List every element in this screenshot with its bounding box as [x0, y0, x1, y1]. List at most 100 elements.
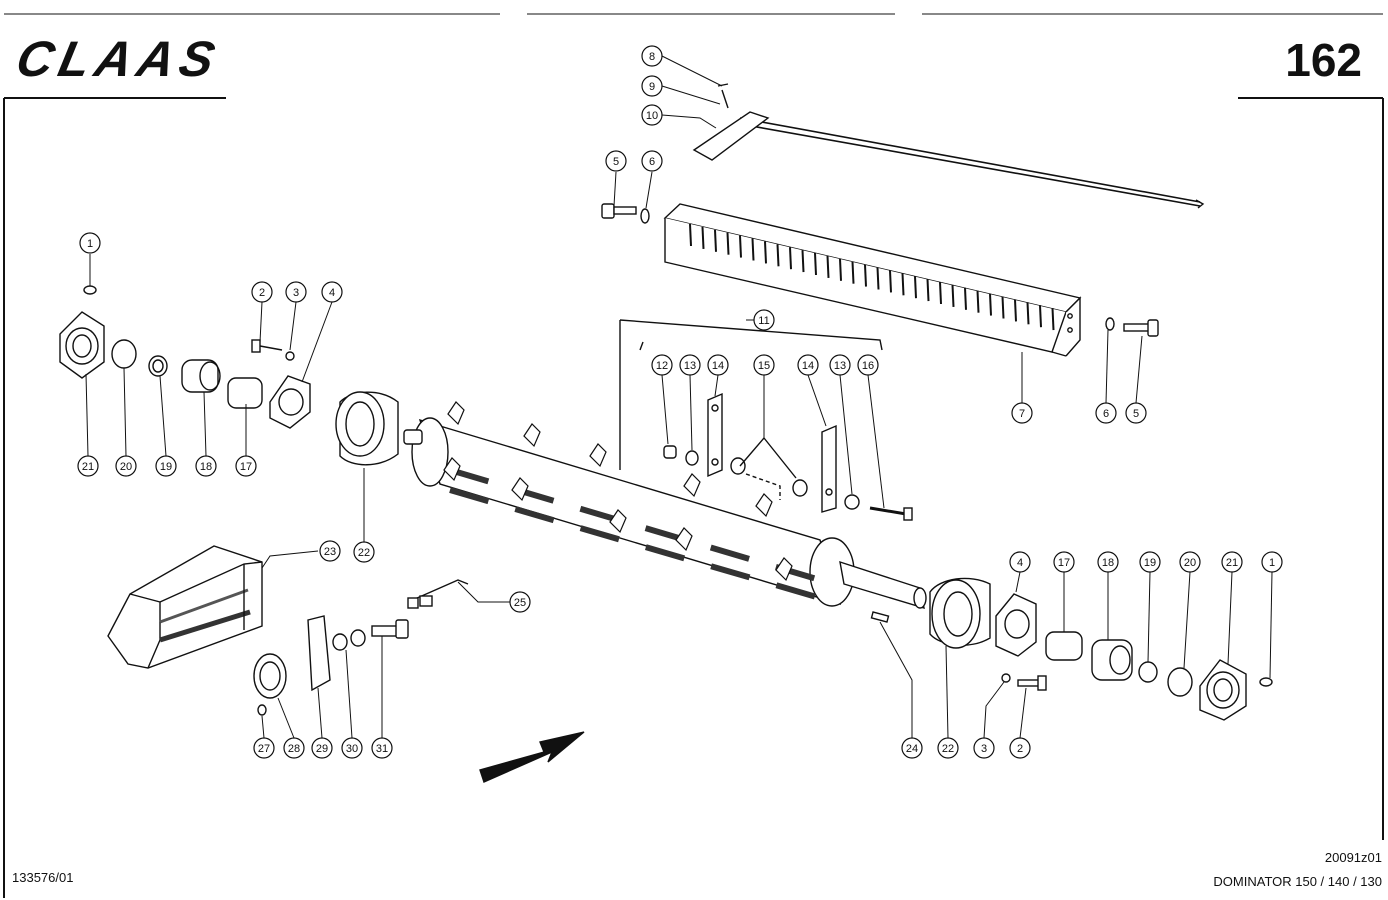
callout-circle	[797, 354, 819, 376]
callout-number: 12	[656, 360, 668, 372]
callout-number: 2	[1017, 743, 1023, 755]
callout-circle	[253, 737, 275, 759]
callout-number: 18	[200, 461, 212, 473]
callout-circle	[605, 150, 627, 172]
callout-number: 13	[834, 360, 846, 372]
ring-left	[335, 391, 399, 466]
callout-number: 22	[358, 547, 370, 559]
callout-number: 10	[646, 110, 658, 122]
claas-logo: CLAAS	[12, 31, 226, 87]
callout-number: 6	[1103, 408, 1109, 420]
callout-circle	[311, 737, 333, 759]
callout-circle	[77, 455, 99, 477]
callout-circle	[937, 737, 959, 759]
callout-number: 11	[758, 315, 769, 327]
callout-number: 18	[1102, 557, 1114, 569]
callout-number: 23	[324, 546, 336, 558]
callout-circle	[321, 281, 343, 303]
callout-number: 5	[1133, 408, 1139, 420]
callout-circle	[753, 309, 775, 331]
callout-circle	[251, 281, 273, 303]
model-name: DOMINATOR 150 / 140 / 130	[1213, 874, 1382, 889]
callout-circle	[973, 737, 995, 759]
bearing-left	[59, 285, 311, 429]
callout-number: 29	[316, 743, 328, 755]
callout-circle	[1221, 551, 1243, 573]
callout-circle	[1053, 551, 1075, 573]
callout-number: 13	[684, 360, 696, 372]
sprocket-group	[253, 615, 409, 716]
callout-circle	[651, 354, 673, 376]
callout-circle	[155, 455, 177, 477]
right-side	[870, 577, 1273, 721]
callout-circle	[285, 281, 307, 303]
callout-circle	[235, 455, 257, 477]
callout-number: 9	[649, 81, 655, 93]
document-number: 133576/01	[12, 870, 74, 885]
callout-circle	[641, 150, 663, 172]
callout-circle	[319, 540, 341, 562]
callout-circle	[829, 354, 851, 376]
callout-number: 2	[259, 287, 265, 299]
callout-number: 21	[1226, 557, 1238, 569]
callout-circle	[1125, 402, 1147, 424]
callout-circle	[679, 354, 701, 376]
callout-number: 22	[942, 743, 954, 755]
callout-number: 27	[258, 743, 270, 755]
callout-number: 8	[649, 51, 655, 63]
page-number: 162	[1285, 34, 1362, 86]
callout-circle	[641, 104, 663, 126]
callout-circle	[371, 737, 393, 759]
bolt-upper	[601, 203, 650, 224]
callout-circle	[1261, 551, 1283, 573]
callout-number: 14	[712, 360, 724, 372]
callout-number: 1	[1269, 557, 1275, 569]
callout-circle	[1097, 551, 1119, 573]
callout-number: 4	[1017, 557, 1023, 569]
callout-circle	[509, 591, 531, 613]
callout-number: 20	[1184, 557, 1196, 569]
drawing	[59, 83, 1273, 783]
bolt-right	[1105, 317, 1159, 337]
grate-bar	[663, 203, 1082, 357]
callout-number: 14	[802, 360, 814, 372]
callout-circle	[283, 737, 305, 759]
callout-circle	[641, 45, 663, 67]
rod-25	[407, 579, 469, 609]
bracket-parts	[663, 392, 913, 521]
callout-number: 17	[1058, 557, 1070, 569]
callout-number: 17	[240, 461, 252, 473]
callout-circle	[353, 541, 375, 563]
rotor	[403, 401, 927, 610]
callout-number: 28	[288, 743, 300, 755]
callout-circle	[1009, 551, 1031, 573]
leader-lines	[85, 55, 1273, 739]
callout-number: 3	[293, 287, 299, 299]
callout-number: 20	[120, 461, 132, 473]
chute	[107, 545, 263, 669]
callout-number: 5	[613, 156, 619, 168]
callout-number: 30	[346, 743, 358, 755]
callout-circle	[1095, 402, 1117, 424]
callout-number: 3	[981, 743, 987, 755]
callout-circle	[195, 455, 217, 477]
callout-number: 19	[160, 461, 172, 473]
callout-number: 15	[758, 360, 770, 372]
callout-circle	[641, 75, 663, 97]
direction-arrow	[479, 731, 585, 783]
callout-number: 1	[87, 238, 93, 250]
callout-number: 7	[1019, 408, 1025, 420]
callout-number: 6	[649, 156, 655, 168]
callout-circle	[115, 455, 137, 477]
callout-circle	[1011, 402, 1033, 424]
callout-number: 25	[514, 597, 526, 609]
callout-number: 31	[376, 743, 388, 755]
callout-number: 19	[1144, 557, 1156, 569]
callout-circle	[79, 232, 101, 254]
callout-circle	[901, 737, 923, 759]
callout-circle	[857, 354, 879, 376]
callout-number: 4	[329, 287, 335, 299]
callout-circle	[1009, 737, 1031, 759]
